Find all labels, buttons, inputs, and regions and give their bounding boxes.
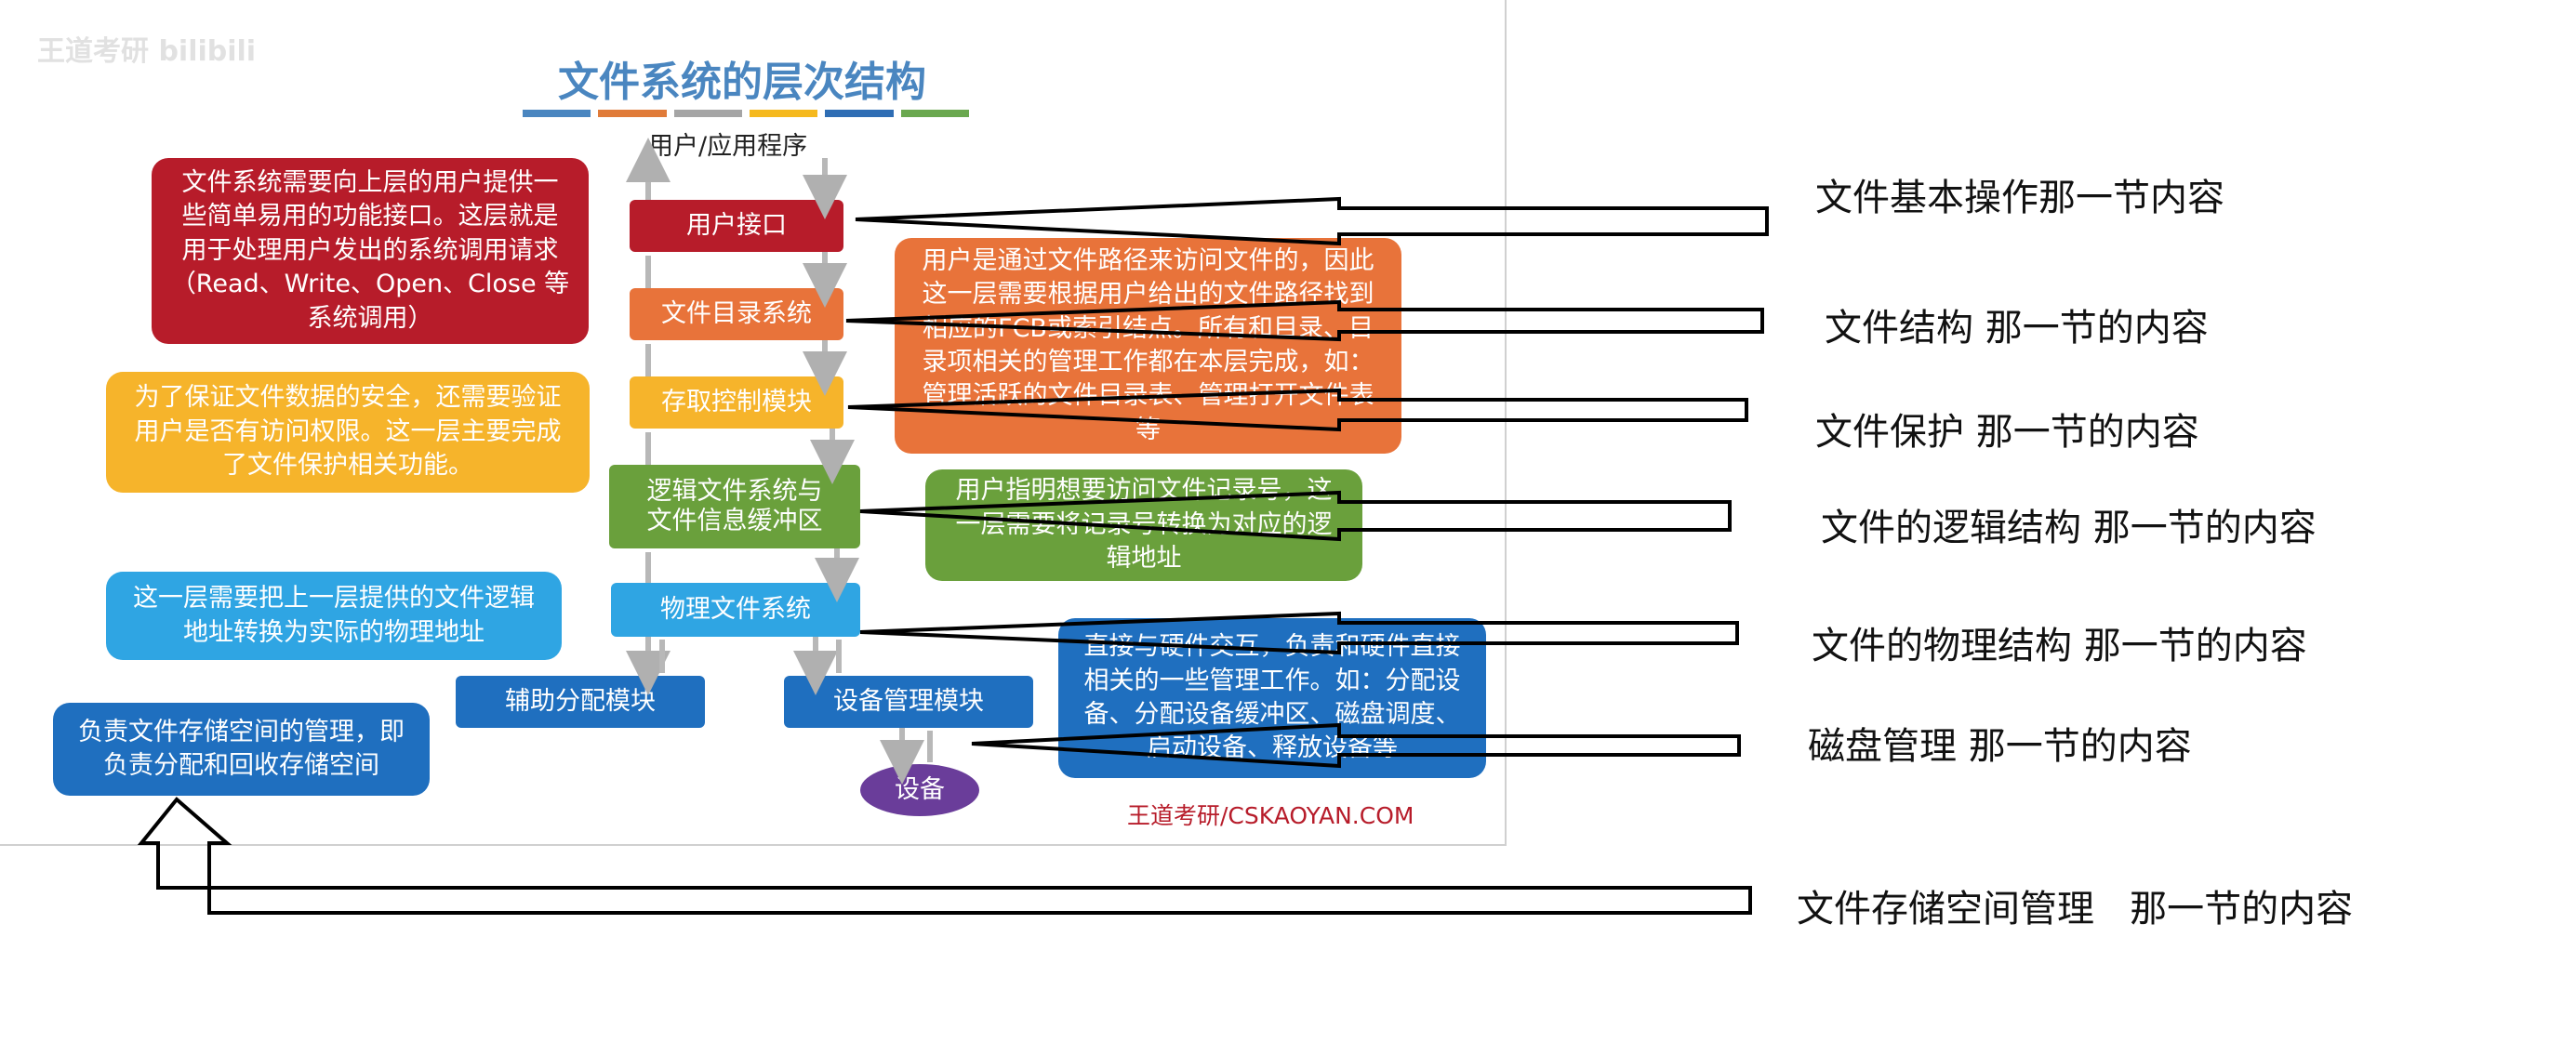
- layer-directory-system: 文件目录系统: [630, 288, 843, 340]
- note-access-control: 为了保证文件数据的安全，还需要验证用户是否有访问权限。这一层主要完成了文件保护相…: [106, 372, 590, 493]
- annotation-label-1: 文件基本操作那一节内容: [1815, 177, 2224, 219]
- note-user-interface: 文件系统需要向上层的用户提供一些简单易用的功能接口。这层就是用于处理用户发出的系…: [152, 158, 589, 344]
- layer-access-control: 存取控制模块: [630, 376, 843, 429]
- title-bar-seg: [673, 110, 742, 117]
- title-bar-seg: [598, 110, 667, 117]
- layer-user-interface: 用户接口: [630, 200, 843, 252]
- title-bar-seg: [523, 110, 591, 117]
- annotation-label-4: 文件的逻辑结构 那一节的内容: [1821, 507, 2317, 549]
- layer-device: 设备: [860, 764, 979, 816]
- annotation-label-6: 磁盘管理 那一节的内容: [1808, 725, 2192, 768]
- annotation-label-5: 文件的物理结构 那一节的内容: [1812, 625, 2307, 667]
- title-bar-seg: [825, 110, 894, 117]
- note-physical-fs: 这一层需要把上一层提供的文件逻辑地址转换为实际的物理地址: [106, 572, 562, 660]
- note-directory-system: 用户是通过文件路径来访问文件的，因此这一层需要根据用户给出的文件路径找到相应的F…: [895, 238, 1401, 454]
- note-logical-fs: 用户指明想要访问文件记录号，这一层需要将记录号转换为对应的逻辑地址: [925, 469, 1362, 581]
- layer-aux-alloc: 辅助分配模块: [456, 676, 705, 728]
- watermark: 王道考研 bilibili: [37, 35, 257, 68]
- slide-footer: 王道考研/CSKAOYAN.COM: [1127, 802, 1414, 829]
- title-bar-seg: [749, 110, 818, 117]
- title-bar-seg: [900, 110, 969, 117]
- slide-title: 文件系统的层次结构: [558, 59, 926, 106]
- layer-device-mgmt: 设备管理模块: [784, 676, 1033, 728]
- layer-logical-fs-line1: 逻辑文件系统与: [646, 476, 823, 506]
- layer-logical-fs-line2: 文件信息缓冲区: [646, 507, 823, 535]
- note-device-mgmt: 直接与硬件交互，负责和硬件直接相关的一些管理工作。如：分配设备、分配设备缓冲区、…: [1058, 618, 1486, 778]
- top-label: 用户/应用程序: [648, 132, 808, 161]
- layer-logical-fs: 逻辑文件系统与 文件信息缓冲区: [609, 465, 860, 548]
- layer-physical-fs: 物理文件系统: [611, 583, 860, 637]
- title-color-bar: [523, 110, 969, 117]
- annotation-label-7: 文件存储空间管理 那一节的内容: [1797, 888, 2354, 931]
- annotation-label-3: 文件保护 那一节的内容: [1815, 411, 2199, 454]
- note-aux-alloc: 负责文件存储空间的管理，即负责分配和回收存储空间: [53, 703, 430, 796]
- annotation-label-2: 文件结构 那一节的内容: [1825, 307, 2209, 350]
